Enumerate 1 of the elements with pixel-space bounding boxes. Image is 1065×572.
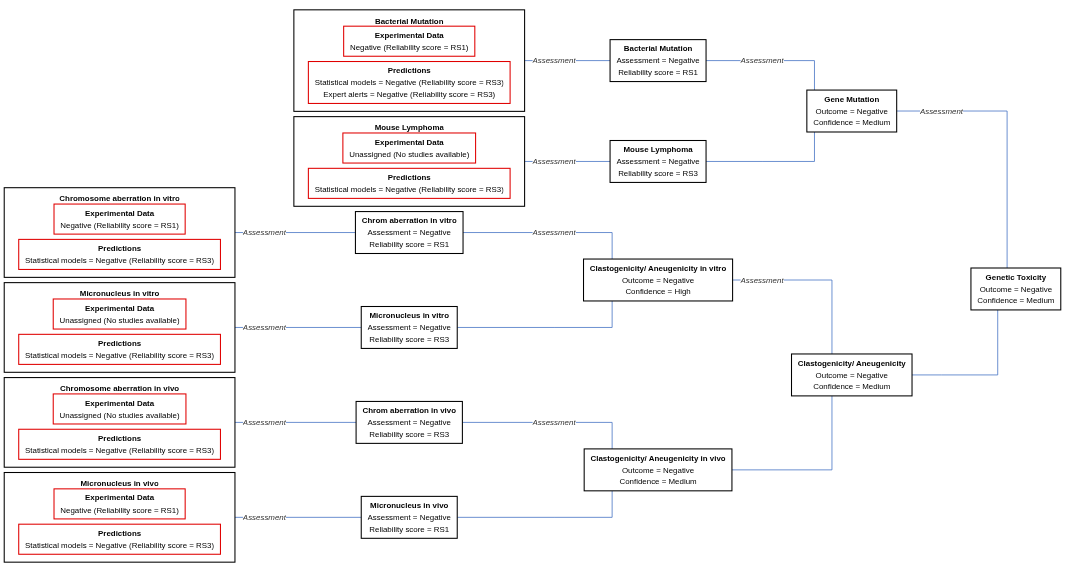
connector: [731, 395, 833, 471]
